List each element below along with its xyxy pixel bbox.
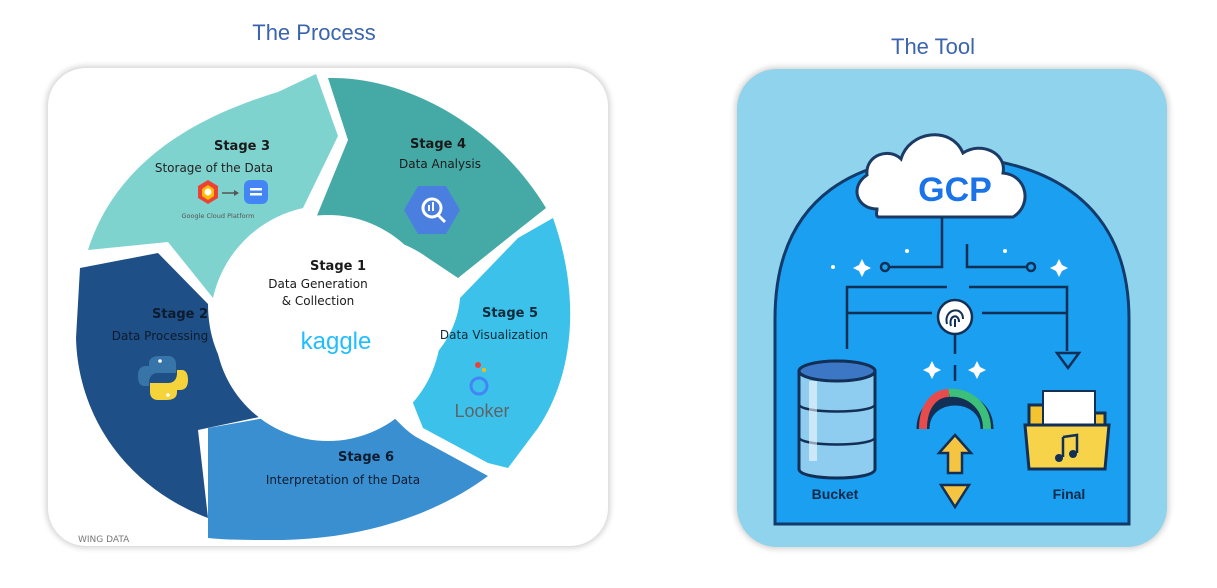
bucket-database-icon (797, 359, 877, 480)
folder-music-icon (1023, 390, 1111, 471)
kaggle-logo: kaggle (301, 328, 372, 355)
looker-logo: Looker (454, 401, 509, 421)
bucket-label: Bucket (812, 486, 859, 502)
stage-1-circle (215, 215, 441, 441)
process-diagram-card: Stage 3 Storage of the Data Google Cloud… (48, 68, 608, 546)
stage-4-desc: Data Analysis (399, 157, 481, 171)
gcp-storage-icon (198, 180, 268, 204)
process-title: The Process (252, 20, 376, 45)
stage-3-desc: Storage of the Data (155, 161, 273, 175)
tool-illustration-card: GCP (737, 69, 1167, 547)
stage-6-desc: Interpretation of the Data (266, 473, 420, 487)
stage-4-name: Stage 4 (410, 137, 466, 152)
tool-title: The Tool (891, 34, 975, 59)
cloud-icon (855, 133, 1027, 219)
final-label: Final (1053, 486, 1086, 502)
stage-5-segment (403, 218, 571, 468)
stage-3-name: Stage 3 (214, 139, 270, 154)
stage-5-name: Stage 5 (482, 306, 538, 321)
looker-icon (469, 362, 489, 396)
stage-2-name: Stage 2 (152, 307, 208, 322)
gauge-arrow-icon (916, 388, 994, 510)
watermark-text: WING DATA (78, 535, 130, 545)
down-triangle-icon (1054, 351, 1082, 371)
process-cycle-diagram: Stage 3 Storage of the Data Google Cloud… (76, 74, 571, 545)
sparkle-icons (831, 249, 1068, 379)
stage-1-desc-line1: Data Generation (268, 277, 367, 291)
tool-illustration: GCP (773, 133, 1131, 526)
fingerprint-icon (936, 298, 974, 336)
stage-6-segment (208, 398, 488, 540)
stage-5-desc: Data Visualization (440, 328, 548, 342)
bigquery-icon (404, 186, 460, 234)
stage-2-desc: Data Processing (112, 329, 209, 343)
connector-lines (845, 217, 1069, 381)
stage-6-name: Stage 6 (338, 450, 394, 465)
stage-1-name: Stage 1 (310, 259, 366, 274)
python-logo-icon (138, 356, 188, 400)
cloud-label: GCP (918, 171, 992, 209)
stage-1-desc-line2: & Collection (282, 294, 355, 308)
gcp-logo-caption: Google Cloud Platform (181, 212, 254, 220)
